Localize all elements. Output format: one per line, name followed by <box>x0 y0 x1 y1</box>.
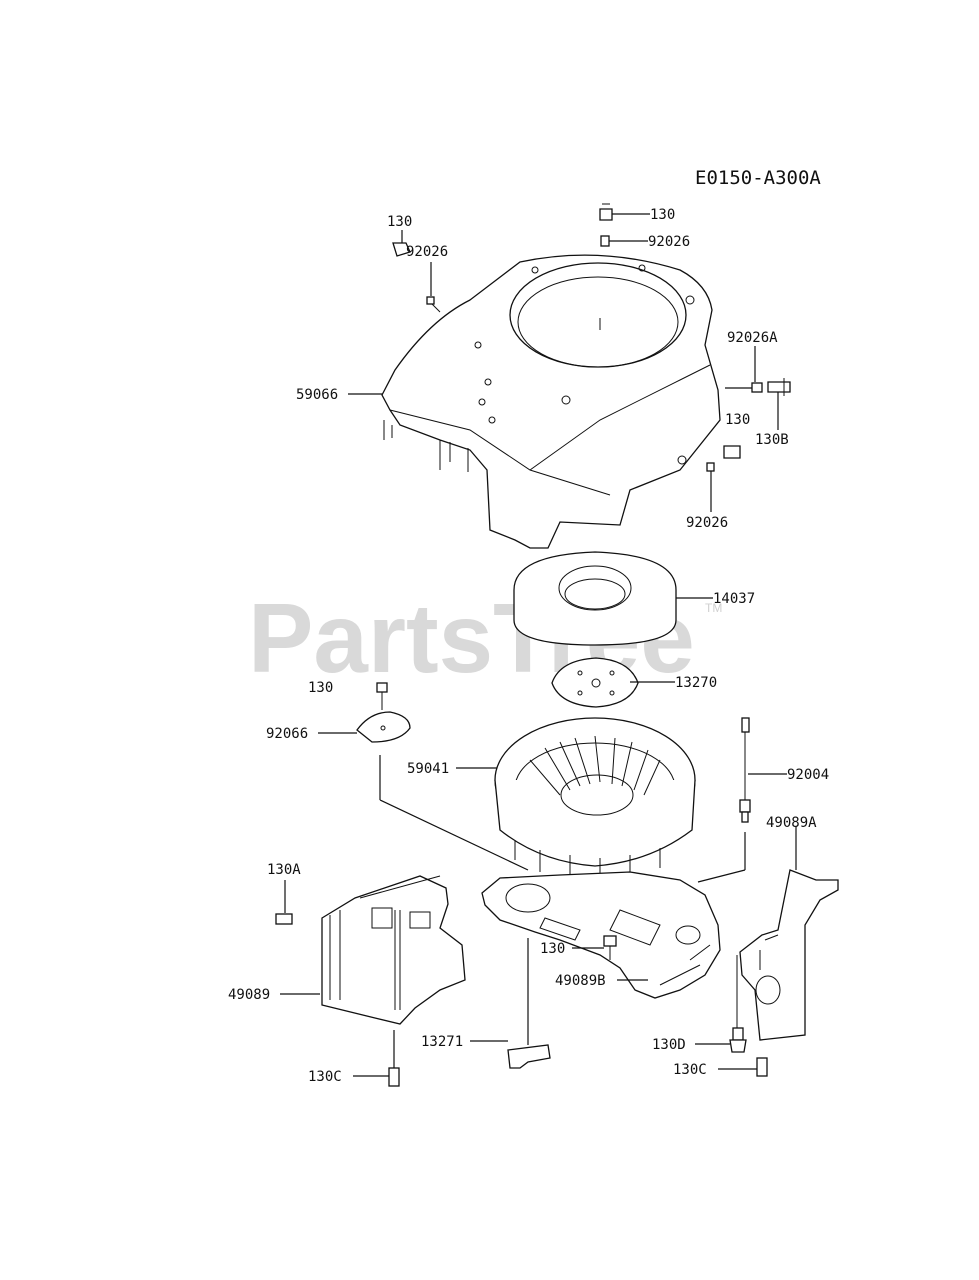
bolt-92026-right[interactable] <box>723 445 741 459</box>
stud-92004[interactable] <box>739 717 751 823</box>
bolt-130-left[interactable] <box>392 230 411 257</box>
bolt-130c-left[interactable] <box>388 1030 400 1087</box>
collar-92026-top[interactable] <box>600 235 648 247</box>
screen-14037[interactable] <box>513 551 677 646</box>
label-92026-left: 92026 <box>406 244 448 260</box>
label-130c-right: 130C <box>673 1062 707 1078</box>
trademark-mark: TM <box>705 601 722 615</box>
label-13270: 13270 <box>675 675 717 691</box>
label-130-mid: 130 <box>308 680 333 696</box>
label-130d: 130D <box>652 1037 686 1053</box>
label-130b: 130B <box>755 432 789 448</box>
label-92004: 92004 <box>787 767 829 783</box>
collar-92026-right[interactable] <box>706 462 715 512</box>
label-92026a: 92026A <box>727 330 778 346</box>
baffle-plate-49089b[interactable] <box>481 871 721 999</box>
bolt-130c-right[interactable] <box>756 1057 768 1077</box>
plate-13270[interactable] <box>551 657 639 708</box>
bolt-130-plate[interactable] <box>603 935 617 960</box>
label-59041: 59041 <box>407 761 449 777</box>
label-130-top: 130 <box>650 207 675 223</box>
bracket-13271[interactable] <box>507 1044 551 1069</box>
label-49089b: 49089B <box>555 973 606 989</box>
bolt-130b[interactable] <box>767 378 791 430</box>
label-130c-left: 130C <box>308 1069 342 1085</box>
label-92026-right: 92026 <box>686 515 728 531</box>
bolt-130-top[interactable] <box>599 203 650 221</box>
bolt-130-mid[interactable] <box>376 682 388 710</box>
bolt-130d[interactable] <box>729 955 747 1053</box>
label-92026-top: 92026 <box>648 234 690 250</box>
collar-92026a[interactable] <box>725 346 763 393</box>
diagram-code: E0150-A300A <box>695 167 821 189</box>
label-92066: 92066 <box>266 726 308 742</box>
collar-92026-left[interactable] <box>426 262 441 313</box>
label-14037: 14037 <box>713 591 755 607</box>
label-49089a: 49089A <box>766 815 817 831</box>
label-130a: 130A <box>267 862 301 878</box>
label-130-plate: 130 <box>540 941 565 957</box>
fan-59041[interactable] <box>494 717 696 880</box>
label-13271: 13271 <box>421 1034 463 1050</box>
label-130-left: 130 <box>387 214 412 230</box>
plate-92066[interactable] <box>356 711 411 743</box>
label-130-right: 130 <box>725 412 750 428</box>
label-49089: 49089 <box>228 987 270 1003</box>
cover-49089[interactable] <box>321 875 466 1025</box>
blower-housing-59066[interactable] <box>381 254 721 549</box>
cover-49089a[interactable] <box>739 869 839 1041</box>
bolt-130a[interactable] <box>275 880 293 925</box>
label-59066: 59066 <box>296 387 338 403</box>
